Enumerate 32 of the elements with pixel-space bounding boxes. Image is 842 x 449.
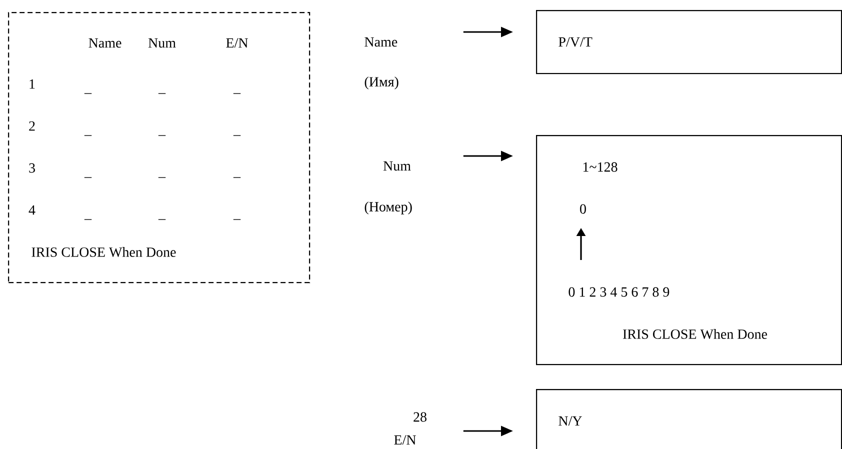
text-label: (Имя) [364, 76, 398, 90]
text-label: _ [158, 219, 166, 220]
text-label: IRIS CLOSE When Done [32, 247, 176, 257]
text-label: _ [158, 177, 166, 178]
text-label: Name [364, 37, 398, 47]
text-label: 4 [28, 205, 36, 215]
text-label: _ [84, 177, 92, 178]
text-label: _ [233, 93, 241, 94]
text-label: _ [233, 219, 241, 220]
text-label: _ [233, 177, 241, 178]
text-label: IRIS CLOSE When Done [622, 329, 768, 339]
text-label: _ [84, 135, 92, 136]
page-number: 28 [414, 412, 426, 422]
text-label: _ [158, 93, 166, 94]
text-label: _ [158, 135, 166, 136]
text-label: Name [88, 38, 122, 48]
text-label: E/N [394, 435, 416, 445]
text-label: 1 [30, 79, 35, 89]
text-label: 0 [580, 204, 586, 214]
text-label: Num [148, 38, 176, 48]
text-label: 2 [29, 121, 35, 131]
text-label: _ [84, 93, 92, 94]
text-label: _ [233, 135, 241, 136]
text-label: 1~128 [583, 162, 618, 172]
text-label: N/Y [558, 416, 582, 426]
text-label: 3 [29, 163, 35, 173]
text-label: Num [383, 161, 411, 171]
text-label: 0 1 2 3 4 5 6 7 8 9 [568, 287, 670, 297]
text-label: (Номер) [364, 202, 412, 214]
text-label: E/N [226, 38, 248, 48]
text-label: _ [84, 219, 92, 220]
text-label: P/V/T [558, 37, 592, 47]
